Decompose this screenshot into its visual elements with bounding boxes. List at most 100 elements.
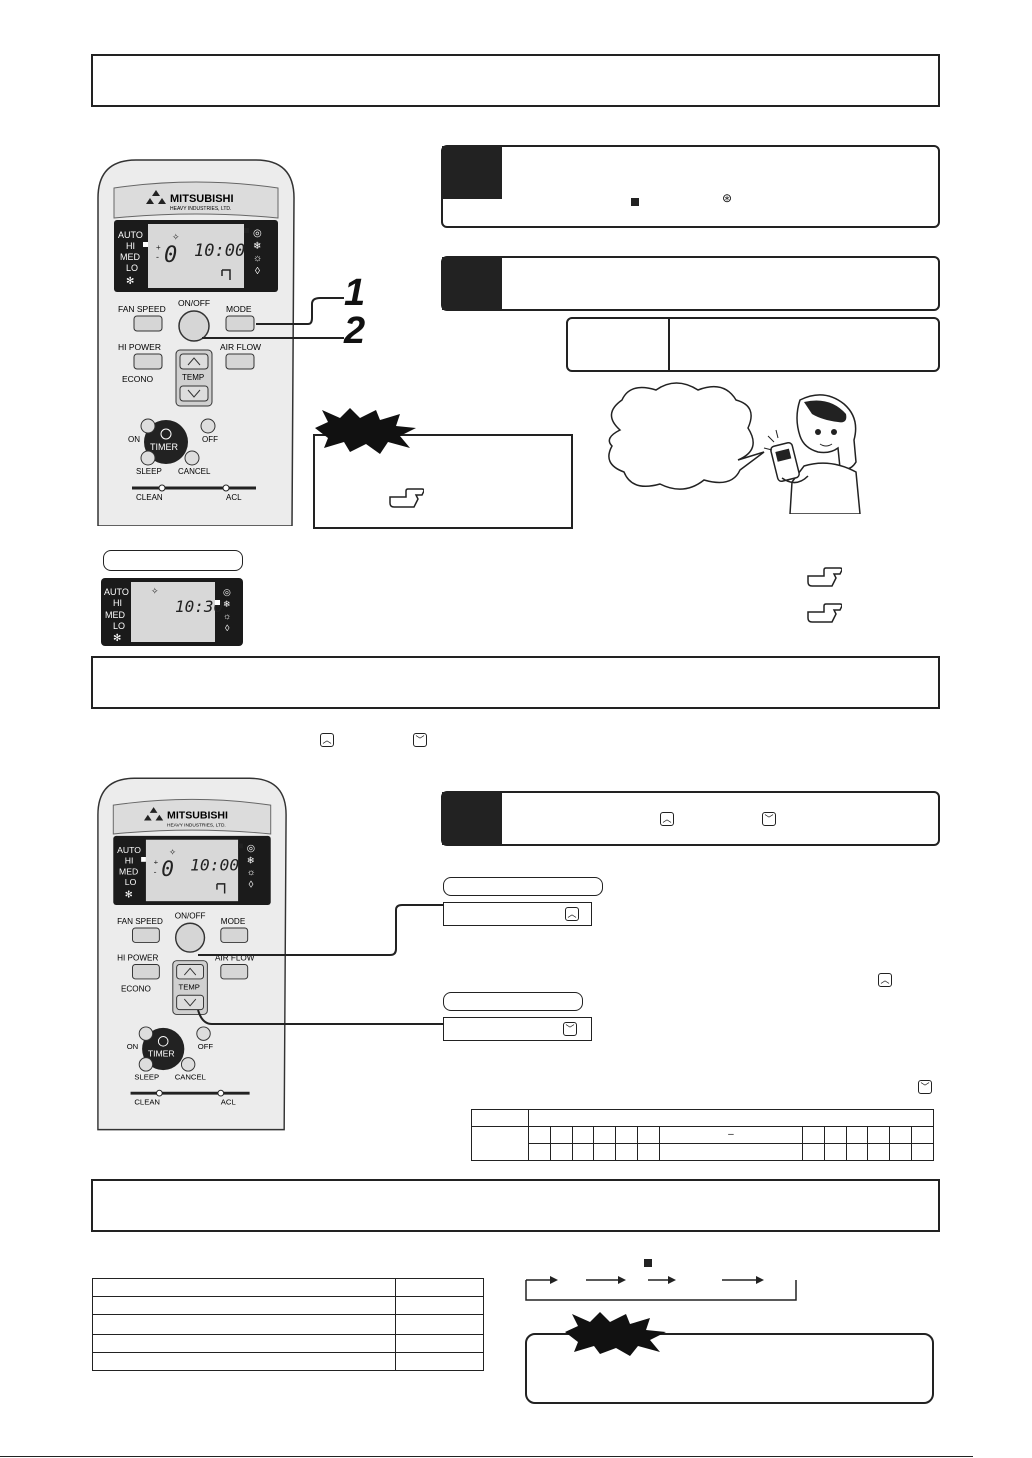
sun-icon: ☼ (223, 611, 231, 621)
clean-sparkle-icon: ✧ (151, 586, 159, 596)
timer-off-button[interactable] (196, 1026, 211, 1041)
sleep-button[interactable] (138, 1057, 154, 1072)
step-temp-badge (442, 792, 502, 845)
lcd-number: 0 (164, 243, 177, 268)
temp-down-button[interactable] (179, 385, 209, 402)
temp-label: TEMP (179, 982, 200, 991)
temp-leader-lines (197, 904, 444, 1025)
note-divider (668, 317, 670, 372)
advice-box (313, 434, 573, 529)
step-2-badge (442, 257, 502, 310)
cancel-label: CANCEL (175, 1073, 207, 1082)
air-flow-label: AIR FLOW (220, 342, 261, 352)
raise-button-box (443, 902, 592, 926)
timer-on-button[interactable] (138, 1026, 154, 1041)
section-heading-box-3 (91, 1179, 940, 1232)
pointing-hand-icon (389, 488, 424, 508)
lcd-clock: 10:00 (194, 241, 245, 261)
fan-speed-button[interactable] (132, 927, 160, 943)
clean-button[interactable] (158, 484, 166, 492)
up-arrow-icon: ︿ (320, 733, 334, 747)
step-2-box (441, 256, 940, 311)
on-off-button[interactable] (178, 310, 210, 342)
speech-bubble (608, 382, 765, 490)
cancel-button[interactable] (180, 1057, 196, 1072)
brand-subtitle: HEAVY INDUSTRIES, LTD. (170, 206, 231, 212)
hi-power-button[interactable] (132, 964, 160, 980)
air-flow-button[interactable] (225, 353, 255, 370)
square-marker-icon (644, 1259, 652, 1267)
sun-icon: ☼ (253, 253, 262, 264)
acl-label: ACL (226, 493, 242, 502)
lcd-level-med: MED (119, 866, 138, 876)
sleep-button[interactable] (140, 450, 156, 466)
lcd-minus: - (156, 252, 159, 262)
note-box (566, 317, 940, 372)
starburst-badge (315, 408, 416, 454)
mode-label: MODE (221, 917, 246, 926)
clean-button[interactable] (156, 1089, 163, 1097)
temp-down-button[interactable] (176, 994, 204, 1011)
example-clock: 10:30 (175, 597, 223, 616)
drop-icon: ◊ (225, 623, 230, 633)
timer-label: TIMER (148, 1049, 175, 1059)
hi-power-button[interactable] (133, 353, 163, 370)
timer-on-button[interactable] (140, 418, 156, 434)
square-marker-icon (631, 198, 639, 206)
timer-off-button[interactable] (200, 418, 216, 434)
brand-name: MITSUBISHI (167, 810, 228, 822)
acl-button[interactable] (217, 1089, 225, 1097)
drop-icon: ◊ (255, 266, 260, 277)
step-1-badge (442, 146, 502, 199)
lcd-clock: 10:00 (190, 855, 239, 874)
callout-lines (202, 297, 344, 339)
auto-mode-icon: ⊛ (722, 191, 733, 205)
auto-mode-icon: ◎ (223, 587, 231, 597)
clean-label: CLEAN (134, 1098, 160, 1107)
clean-label: CLEAN (136, 493, 163, 502)
econo-label: ECONO (122, 374, 154, 384)
cancel-label: CANCEL (178, 467, 211, 476)
lcd-level-lo: LO (125, 877, 137, 887)
hi-power-label: HI POWER (118, 342, 161, 352)
down-arrow-icon: ﹀ (918, 1080, 932, 1094)
mitsubishi-logo (146, 190, 166, 204)
settings-table (92, 1278, 484, 1371)
acl-button[interactable] (222, 484, 230, 492)
sun-icon: ☼ (247, 867, 256, 878)
remote-control-illustration: MITSUBISHI HEAVY INDUSTRIES, LTD. AUTO H… (97, 159, 295, 526)
fan-speed-label: FAN SPEED (118, 304, 166, 314)
temp-up-button[interactable] (176, 964, 204, 980)
mode-button[interactable] (225, 315, 255, 332)
air-flow-button[interactable] (220, 964, 249, 980)
cancel-button[interactable] (184, 450, 200, 466)
on-off-button[interactable] (174, 922, 206, 953)
step-temp-box (441, 791, 940, 846)
fan-icon: ✻ (113, 633, 121, 644)
woman-with-remote-illustration (763, 394, 861, 514)
up-arrow-icon: ︿ (660, 812, 674, 826)
mode-cycle-diagram (525, 1276, 797, 1301)
on-off-label: ON/OFF (175, 911, 206, 920)
temp-label: TEMP (182, 373, 204, 382)
mode-button[interactable] (220, 927, 249, 943)
lcd-plus: + (154, 858, 159, 867)
lcd-display-example: AUTO HI MED LO ✻ ✧ 10:30 ◎ ❄ ☼ ◊ (101, 578, 243, 646)
clean-sparkle-icon: ✧ (172, 232, 180, 242)
pointing-hand-icon (807, 603, 842, 623)
snowflake-icon: ❄ (247, 856, 255, 867)
fan-speed-button[interactable] (133, 315, 163, 332)
callout-number-2: 2 (344, 310, 366, 352)
lower-label-pill (443, 992, 583, 1011)
snowflake-icon: ❄ (223, 599, 231, 609)
fan-speed-label: FAN SPEED (117, 917, 163, 926)
timer-off-label: OFF (198, 1042, 214, 1051)
auto-mode-icon: ◎ (247, 843, 256, 854)
timer-on-label: ON (127, 1042, 139, 1051)
example-level-med: MED (105, 610, 126, 620)
temp-up-button[interactable] (179, 353, 209, 370)
example-level-hi: HI (113, 598, 122, 608)
starburst-badge (565, 1312, 666, 1356)
hi-power-label: HI POWER (117, 954, 158, 963)
lcd-number: 0 (161, 856, 174, 881)
